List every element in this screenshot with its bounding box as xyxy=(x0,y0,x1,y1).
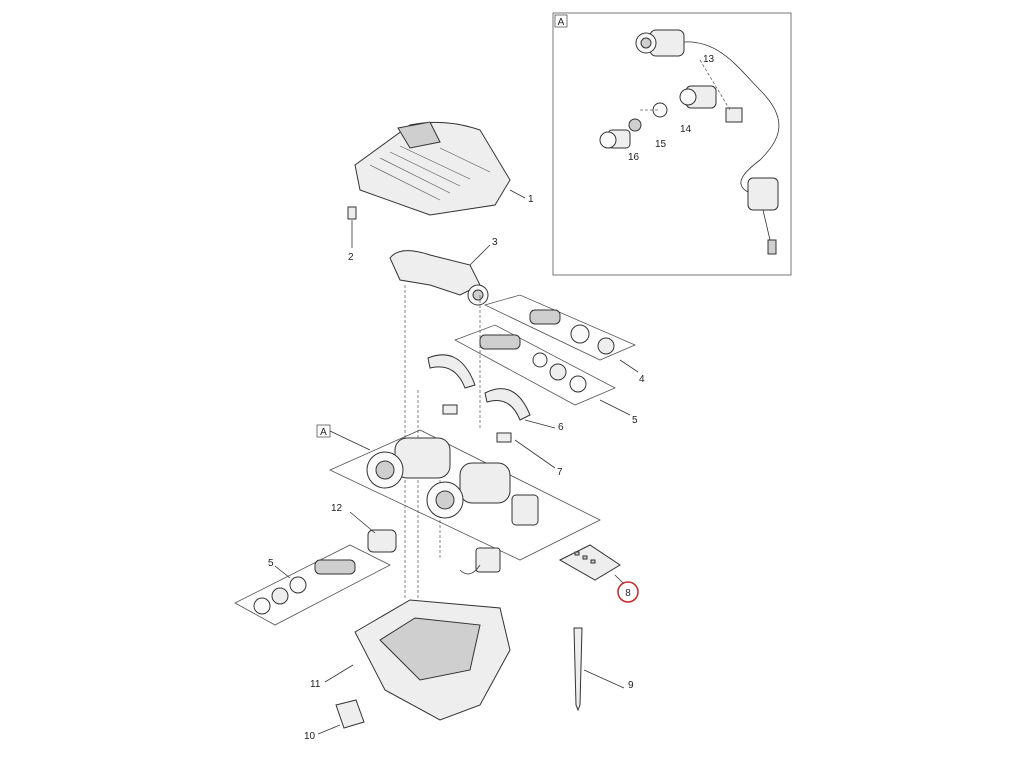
inset-number-14: 14 xyxy=(680,124,692,135)
callout-12: 12 xyxy=(331,503,343,514)
part-2-clip xyxy=(347,206,357,220)
inset-a-label: A xyxy=(558,17,565,28)
inset-pump-bottom xyxy=(599,129,631,149)
callout-5-lower: 5 xyxy=(268,558,274,569)
callout-11: 11 xyxy=(310,679,321,690)
inset-impeller xyxy=(628,118,642,132)
part-7-plate-b xyxy=(496,432,512,443)
part-5-hose-set-lower xyxy=(234,544,391,626)
part-9-ground-stake xyxy=(573,627,625,712)
inset-number-15: 15 xyxy=(655,139,667,150)
callout-8: 8 xyxy=(625,588,631,599)
part-6-brackets xyxy=(427,354,556,429)
inset-number-16: 16 xyxy=(628,152,640,163)
part-3-outlet-pipe xyxy=(389,244,491,306)
callout-7: 7 xyxy=(557,467,563,478)
callout-9: 9 xyxy=(628,680,634,691)
part-12-adapter xyxy=(349,511,397,553)
part-7-plate-a xyxy=(442,404,458,415)
callout-2: 2 xyxy=(348,252,354,263)
callout-8-highlight: 8 xyxy=(617,581,639,603)
inset-a-panel: A 13 14 15 16 xyxy=(552,12,792,276)
main-pump-assembly xyxy=(329,429,601,575)
part-10-cover xyxy=(317,699,365,735)
part-11-base-housing xyxy=(324,599,511,721)
inset-number-13: 13 xyxy=(703,54,715,65)
callout-1: 1 xyxy=(528,194,534,205)
callout-6: 6 xyxy=(558,422,564,433)
controller-unit xyxy=(511,494,539,526)
part-8-remote-control xyxy=(558,544,625,585)
main-a-label: A xyxy=(320,427,327,438)
part-1-lid xyxy=(354,121,526,216)
callout-5-upper: 5 xyxy=(632,415,638,426)
inset-connector xyxy=(725,107,743,123)
part-4-connector-set xyxy=(483,294,639,373)
part-5-hose-set-upper xyxy=(454,324,631,416)
callout-4: 4 xyxy=(639,374,645,385)
inset-motor xyxy=(679,85,717,109)
junction-box xyxy=(475,547,501,573)
inset-plug xyxy=(767,239,777,255)
callout-10: 10 xyxy=(304,731,316,742)
callout-3: 3 xyxy=(492,237,498,248)
inset-pump-top xyxy=(635,29,685,57)
inset-controller xyxy=(747,177,779,211)
